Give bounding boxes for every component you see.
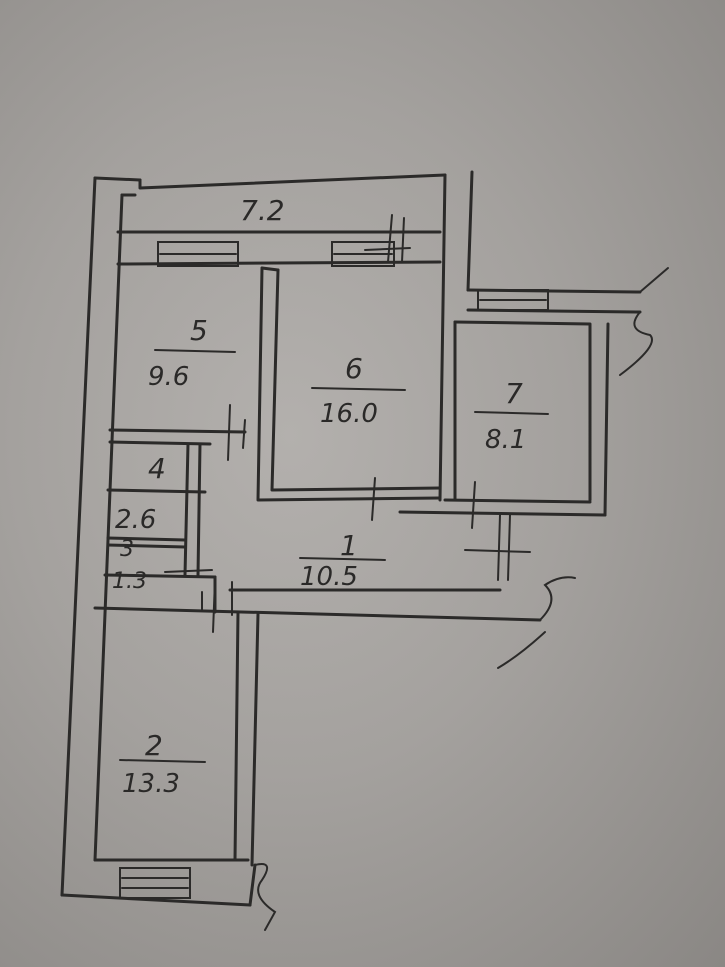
room-7-number: 7 xyxy=(505,377,523,410)
room-4-area: 2.6 xyxy=(115,505,156,535)
room-2-area: 13.3 xyxy=(122,769,180,799)
outer-walls xyxy=(60,170,642,907)
room-1-label: 1 10.5 xyxy=(299,529,386,592)
room-2-number: 2 xyxy=(145,729,163,762)
window-room-6 xyxy=(331,241,395,267)
room-1-area: 10.5 xyxy=(300,562,358,592)
window-room-7 xyxy=(477,289,549,311)
room-4-label: 4 2.6 xyxy=(115,452,166,535)
room-3-area: 1.3 xyxy=(112,569,147,594)
window-room-2 xyxy=(119,867,191,899)
balcony-area: 7.2 xyxy=(240,194,285,227)
room-7-label: 7 8.1 xyxy=(474,377,549,455)
room-7-area: 8.1 xyxy=(485,425,526,455)
room-3-label: 3 1.3 xyxy=(112,537,147,594)
break-lines xyxy=(254,267,669,931)
room-6-label: 6 16.0 xyxy=(311,352,406,429)
room-4-number: 4 xyxy=(148,452,166,485)
balcony-label: 7.2 xyxy=(240,194,285,227)
room-6-area: 16.0 xyxy=(320,399,378,429)
window-room-5 xyxy=(157,241,239,267)
room-2-label: 2 13.3 xyxy=(119,729,206,799)
room-1-number: 1 xyxy=(340,529,358,562)
room-5-label: 5 9.6 xyxy=(148,314,236,392)
room-6-number: 6 xyxy=(345,352,363,385)
room-5-area: 9.6 xyxy=(148,362,189,392)
door-ticks xyxy=(164,214,531,633)
interior-walls xyxy=(103,266,442,614)
windows xyxy=(119,241,549,899)
room-5-number: 5 xyxy=(190,314,208,347)
room-3-number: 3 xyxy=(120,537,134,562)
